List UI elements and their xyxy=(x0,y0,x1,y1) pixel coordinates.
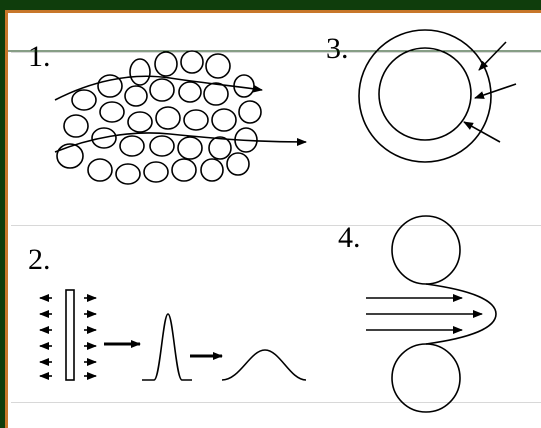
row-divider-1 xyxy=(11,52,541,53)
peak-broadening-drawing xyxy=(39,289,307,381)
flow-lines xyxy=(54,75,307,153)
label-4: 4. xyxy=(338,221,361,254)
label-2: 2. xyxy=(28,243,51,276)
row-divider-2 xyxy=(11,225,541,226)
flow-profile-drawing xyxy=(366,215,497,413)
row-divider-3 xyxy=(11,402,541,403)
particle-bed-drawing xyxy=(56,50,262,185)
concentric-circles-drawing xyxy=(358,29,517,163)
label-1: 1. xyxy=(28,40,51,73)
label-3: 3. xyxy=(326,32,349,65)
